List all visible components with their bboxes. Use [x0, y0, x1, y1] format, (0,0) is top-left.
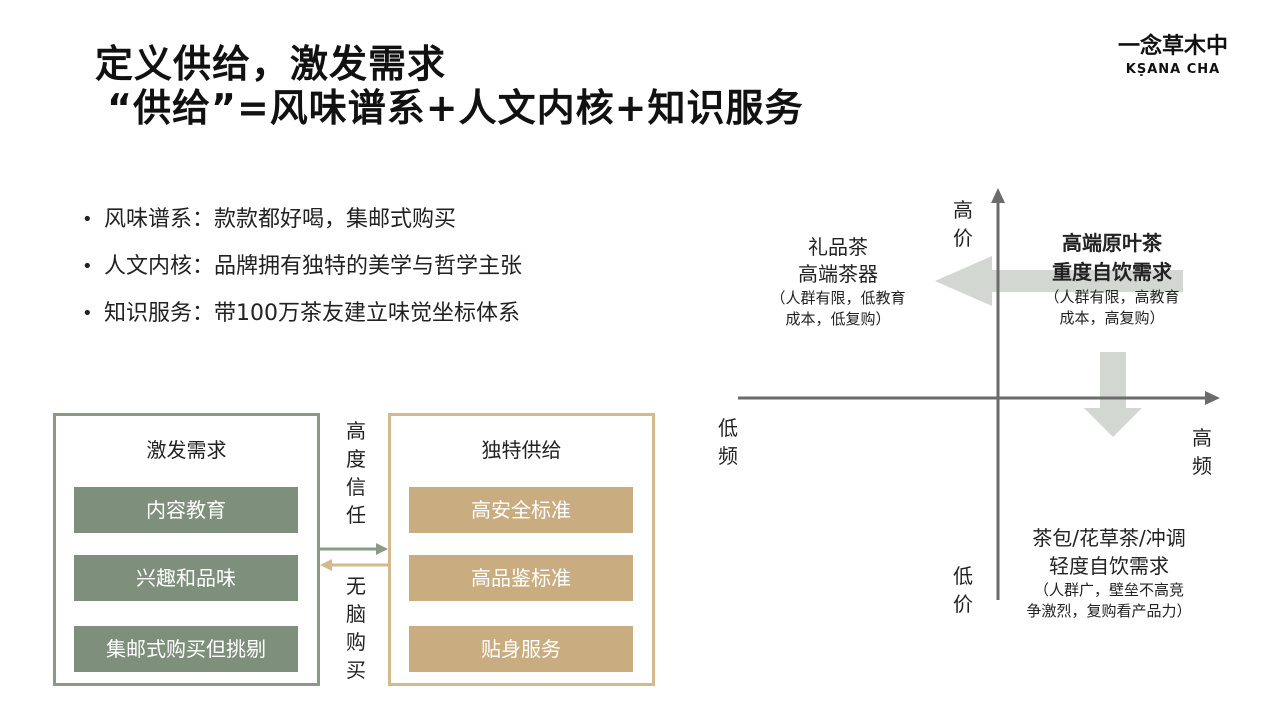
brand-logo: 一念草木中 KṢANA CHA [1118, 34, 1228, 78]
vertical-axis [991, 188, 1005, 600]
arrow-to-demand [320, 559, 388, 571]
bullet-item: • 风味谱系：款款都好喝，集邮式购买 [82, 196, 522, 243]
quadrant-note: （人群有限，高教育 [1044, 288, 1180, 306]
axis-low-price-label: 低 价 [951, 562, 975, 618]
char: 高 [1192, 426, 1212, 450]
bullet-list: • 风味谱系：款款都好喝，集邮式购买 • 人文内核：品牌拥有独特的美学与哲学主张 •… [82, 196, 522, 337]
quadrant-note: 争激烈，复购看产品力） [1026, 602, 1192, 620]
title-line-2: “供给”=风味谱系+人文内核+知识服务 [107, 86, 804, 130]
char: 频 [718, 444, 738, 468]
quadrant-title: 茶包/花草茶/冲调 [1032, 526, 1186, 550]
char: 价 [953, 592, 973, 616]
quadrant-top-left: 礼品茶 高端茶器 （人群有限，低教育 成本，低复购） [748, 234, 928, 330]
bullet-dot-icon: • [82, 209, 93, 230]
demand-box: 激发需求 内容教育 兴趣和品味 集邮式购买但挑剔 [53, 413, 320, 686]
bullet-item: • 知识服务：带100万茶友建立味觉坐标体系 [82, 290, 522, 337]
supply-item: 贴身服务 [409, 626, 633, 672]
demand-box-title: 激发需求 [146, 438, 227, 462]
axis-low-frequency-label: 低 频 [716, 414, 740, 470]
bullet-item: • 人文内核：品牌拥有独特的美学与哲学主张 [82, 243, 522, 290]
axis-high-frequency-label: 高 频 [1190, 424, 1214, 480]
down-direction-arrow-shape [1084, 352, 1142, 437]
quadrant-subtitle: 轻度自饮需求 [1049, 554, 1169, 578]
quadrant-note: （人群有限，低教育 [770, 289, 906, 307]
demand-item: 兴趣和品味 [74, 555, 298, 601]
axis-high-price-label: 高 价 [951, 196, 975, 252]
brand-name-cn: 一念草木中 [1118, 34, 1229, 59]
brand-name-en: KṢANA CHA [1125, 62, 1221, 77]
demand-item: 内容教育 [74, 487, 298, 533]
char: 频 [1192, 454, 1212, 478]
char: 任 [346, 503, 366, 527]
mindless-buy-label: 无 脑 购 买 [344, 572, 368, 684]
char: 度 [346, 447, 366, 471]
char: 价 [953, 226, 973, 250]
quadrant-subtitle: 高端茶器 [798, 262, 878, 286]
arrow-to-supply [320, 543, 388, 555]
high-trust-label: 高 度 信 任 [344, 417, 368, 529]
char: 购 [346, 630, 366, 654]
supply-item: 高安全标准 [409, 487, 633, 533]
quadrant-top-right: 高端原叶茶 重度自饮需求 （人群有限，高教育 成本，高复购） [1022, 229, 1202, 329]
quadrant-note: 成本，高复购） [1059, 309, 1165, 327]
char: 无 [346, 574, 366, 598]
supply-item: 高品鉴标准 [409, 555, 633, 601]
bullet-text: 人文内核：品牌拥有独特的美学与哲学主张 [104, 254, 523, 279]
char: 脑 [346, 602, 366, 626]
char: 高 [953, 198, 973, 222]
horizontal-axis [738, 391, 1220, 405]
char: 低 [953, 564, 973, 588]
demand-item: 集邮式购买但挑剔 [74, 626, 298, 672]
char: 高 [346, 419, 366, 443]
supply-box-title: 独特供给 [481, 438, 562, 462]
quadrant-title: 高端原叶茶 [1062, 231, 1162, 255]
page-title: 定义供给，激发需求 “供给”=风味谱系+人文内核+知识服务 [95, 42, 803, 130]
quadrant-subtitle: 重度自饮需求 [1052, 260, 1172, 284]
title-line-1: 定义供给，激发需求 [95, 42, 447, 86]
bullet-dot-icon: • [82, 303, 93, 324]
quadrant-title: 礼品茶 [808, 235, 868, 259]
bullet-text: 知识服务：带100万茶友建立味觉坐标体系 [104, 301, 520, 326]
supply-box: 独特供给 高安全标准 高品鉴标准 贴身服务 [388, 413, 655, 686]
char: 信 [346, 475, 366, 499]
char: 买 [346, 658, 366, 682]
bullet-dot-icon: • [82, 256, 93, 277]
quadrant-bottom-right: 茶包/花草茶/冲调 轻度自饮需求 （人群广，壁垒不高竞 争激烈，复购看产品力） [1003, 524, 1215, 622]
bullet-text: 风味谱系：款款都好喝，集邮式购买 [104, 207, 457, 232]
left-direction-arrow-shape [935, 256, 1183, 306]
quadrant-note: 成本，低复购） [785, 310, 891, 328]
char: 低 [718, 416, 738, 440]
quadrant-note: （人群广，壁垒不高竞 [1033, 581, 1184, 599]
